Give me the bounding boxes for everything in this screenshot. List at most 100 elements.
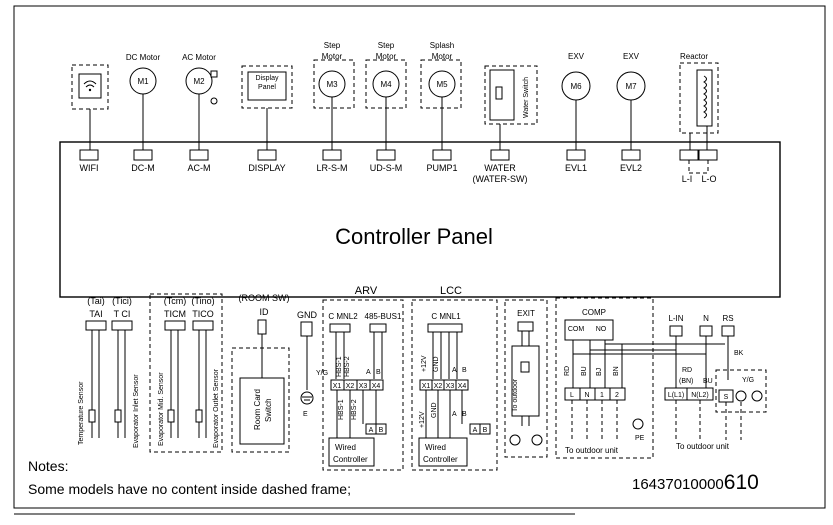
svg-text:T CI: T CI (114, 309, 131, 319)
wifi-icon (83, 80, 97, 92)
thermistor-icon (114, 409, 122, 423)
svg-text:RD: RD (564, 366, 571, 376)
svg-text:BU: BU (703, 378, 713, 385)
svg-text:A: A (452, 411, 457, 418)
svg-text:X4: X4 (372, 383, 381, 390)
svg-text:2: 2 (615, 392, 619, 399)
port-dc-m: DC-M (131, 163, 155, 173)
svg-text:Reactor: Reactor (680, 52, 708, 61)
svg-text:Room Card: Room Card (253, 389, 262, 430)
svg-text:Switch: Switch (264, 398, 273, 422)
svg-text:BJ: BJ (596, 368, 603, 376)
svg-text:Display: Display (256, 75, 279, 82)
svg-text:X1: X1 (422, 383, 431, 390)
port-evl1: EVL1 (565, 163, 587, 173)
svg-text:B: B (376, 369, 381, 376)
port-wifi: WIFI (80, 163, 99, 173)
svg-text:B: B (462, 367, 467, 374)
svg-text:X2: X2 (434, 383, 443, 390)
room-card-switch (239, 377, 285, 445)
svg-text:1: 1 (600, 392, 604, 399)
coil-icon (703, 75, 707, 119)
svg-text:BN: BN (613, 366, 620, 376)
notes-title: Notes: (28, 458, 68, 474)
svg-text:Motor: Motor (432, 52, 453, 61)
svg-text:X3: X3 (359, 383, 368, 390)
display-dashed-frame (241, 65, 293, 109)
svg-text:N: N (703, 314, 709, 323)
svg-text:BU: BU (581, 366, 588, 376)
svg-text:L-IN: L-IN (668, 314, 683, 323)
svg-text:TICM: TICM (164, 309, 186, 319)
svg-text:GND: GND (431, 402, 438, 418)
svg-text:N(L2): N(L2) (691, 392, 709, 399)
svg-text:RS: RS (722, 314, 733, 323)
svg-text:C MNL2: C MNL2 (328, 312, 358, 321)
svg-text:ARV: ARV (355, 285, 378, 297)
ground-icon (735, 390, 747, 402)
svg-text:HBS-2: HBS-2 (351, 399, 358, 420)
svg-text:(Tcm): (Tcm) (164, 296, 187, 306)
svg-text:M6: M6 (570, 82, 582, 91)
svg-text:To outdoor: To outdoor (512, 378, 519, 412)
svg-text:B: B (379, 427, 384, 434)
svg-text:M2: M2 (193, 77, 205, 86)
controller-panel-box (59, 141, 781, 298)
svg-text:A: A (369, 427, 374, 434)
svg-text:S: S (724, 394, 729, 401)
svg-text:LCC: LCC (440, 285, 462, 297)
thermistor-icon (88, 409, 96, 423)
ground-icon (210, 97, 218, 105)
svg-text:M1: M1 (137, 77, 149, 86)
svg-text:Water Switch: Water Switch (523, 77, 530, 118)
evaporator-outlet-label: Evaporator Outlet Sensor (213, 368, 220, 448)
svg-text:GND: GND (297, 310, 318, 320)
svg-text:EXV: EXV (623, 52, 640, 61)
svg-text:NO: NO (596, 326, 607, 333)
port-l-i: L-I (682, 174, 693, 184)
svg-text:Controller: Controller (423, 455, 458, 464)
svg-text:Step: Step (324, 41, 341, 50)
ac-motor-label: AC Motor (182, 53, 216, 62)
svg-text:Wired: Wired (335, 443, 356, 452)
part-number: 16437010000610 (632, 471, 759, 494)
svg-text:Controller: Controller (333, 455, 368, 464)
svg-text:(Tici): (Tici) (112, 296, 132, 306)
svg-text:B: B (483, 427, 488, 434)
ground-icon (300, 391, 314, 405)
svg-text:GND: GND (433, 356, 440, 372)
svg-text:HBS-2: HBS-2 (344, 356, 351, 377)
dc-motor-label: DC Motor (126, 53, 161, 62)
svg-text:485-BUS1: 485-BUS1 (365, 312, 402, 321)
svg-text:E: E (303, 411, 308, 418)
svg-text:B: B (462, 411, 467, 418)
capacitor-icon (210, 70, 218, 78)
svg-text:M5: M5 (436, 80, 448, 89)
svg-text:HBS-1: HBS-1 (338, 399, 345, 420)
display-panel (247, 71, 287, 101)
svg-text:Splash: Splash (430, 41, 454, 50)
port-pump1: PUMP1 (426, 163, 457, 173)
svg-text:A: A (473, 427, 478, 434)
svg-text:PE: PE (635, 435, 645, 442)
svg-text:(BN): (BN) (679, 378, 693, 385)
svg-text:X2: X2 (346, 383, 355, 390)
svg-text:Y/G: Y/G (316, 370, 328, 377)
port-lr-s-m: LR-S-M (317, 163, 348, 173)
svg-text:(ROOM SW): (ROOM SW) (239, 293, 290, 303)
port-evl2: EVL2 (620, 163, 642, 173)
svg-text:A: A (366, 369, 371, 376)
svg-text:HBS-1: HBS-1 (336, 356, 343, 377)
svg-text:TAI: TAI (89, 309, 102, 319)
svg-text:X1: X1 (333, 383, 342, 390)
svg-text:RD: RD (682, 367, 692, 374)
svg-text:L: L (570, 392, 574, 399)
svg-text:M4: M4 (380, 80, 392, 89)
reactor-coil (696, 69, 713, 127)
svg-text:(Tai): (Tai) (87, 296, 105, 306)
panel-title: Controller Panel (335, 224, 493, 249)
svg-text:N: N (584, 392, 589, 399)
svg-text:Step: Step (378, 41, 395, 50)
temperature-sensor-label: Temperature Sensor (78, 381, 85, 445)
svg-text:BK: BK (734, 350, 744, 357)
